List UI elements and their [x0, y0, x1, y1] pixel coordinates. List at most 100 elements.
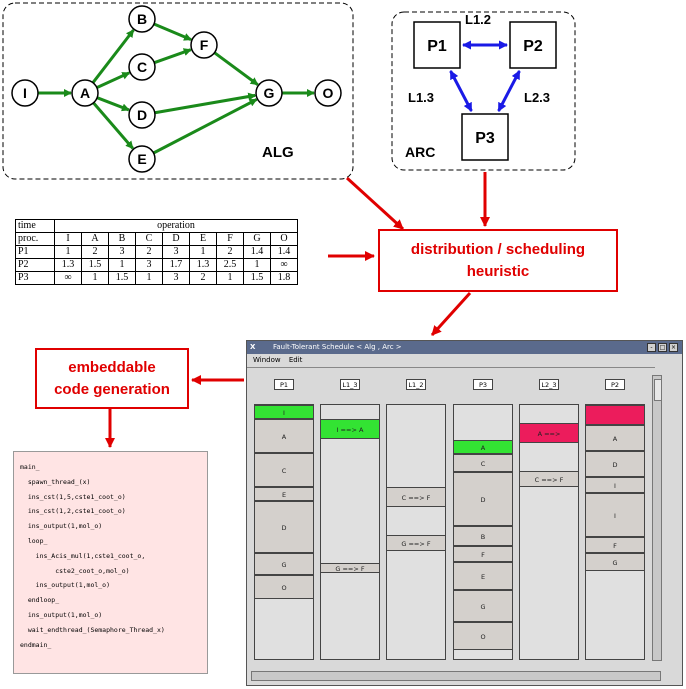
schedule-block[interactable]: D [586, 451, 644, 477]
alg-edge-C-F [153, 48, 192, 65]
codegen-line2: code generation [54, 380, 170, 398]
schedule-block[interactable]: G [255, 553, 313, 575]
schedule-block[interactable]: A ==> [520, 423, 578, 443]
alg-node-F [190, 31, 218, 59]
table-cell: 2 [81, 245, 109, 259]
schedule-block[interactable]: O [255, 575, 313, 599]
code-line: ins_cst(1,5,cste1_coot_o) [20, 492, 126, 501]
minimize-button[interactable]: - [647, 343, 656, 352]
alg-edge-A-C [96, 71, 131, 89]
arc-link-label-l12: L1.2 [465, 12, 491, 27]
table-col-header: B [108, 232, 136, 246]
alg-node-label: G [264, 85, 275, 101]
schedule-block[interactable]: D [255, 501, 313, 553]
schedule-block[interactable]: A [586, 425, 644, 451]
arc-link-label-l23: L2.3 [524, 90, 550, 105]
arc-processor-label: P3 [475, 130, 495, 147]
alg-node-D [128, 101, 156, 129]
maximize-button[interactable]: □ [658, 343, 667, 352]
generated-code: main_ spawn_thread_(x) ins_cst(1,5,cste1… [13, 451, 208, 674]
alg-node-label: E [137, 151, 146, 167]
window-titlebar[interactable]: X Fault-Tolerant Schedule < Alg , Arc > … [247, 341, 682, 354]
alg-node-label: F [200, 37, 209, 53]
code-line: main_ [20, 463, 40, 471]
alg-node-label: I [23, 85, 27, 101]
arrow-heuristic-to-window [430, 291, 472, 337]
heuristic-line2: heuristic [466, 262, 530, 280]
code-line: endloop_ [20, 596, 60, 605]
schedule-block[interactable]: A [454, 440, 512, 454]
table-cell: 3 [135, 258, 163, 272]
code-line: wait_endthread_(Semaphore_Thread_x) [20, 625, 165, 634]
table-cell: 1.4 [270, 245, 298, 259]
arc-processor-label: P1 [427, 38, 447, 55]
table-row-proc: P3 [15, 271, 55, 285]
code-line: ins_Acis_mul(1,cste1_coot_o, [20, 551, 146, 560]
schedule-block[interactable]: G ==> F [321, 563, 379, 573]
schedule-block[interactable]: O [454, 622, 512, 650]
vertical-scrollbar[interactable] [652, 375, 662, 661]
table-col-header: C [135, 232, 163, 246]
schedule-header-p2: P2 [605, 379, 625, 390]
menu-edit[interactable]: Edit [288, 356, 303, 364]
table-cell: 1 [108, 258, 136, 272]
schedule-header-p3: P3 [473, 379, 493, 390]
table-cell: 1 [135, 271, 163, 285]
schedule-block[interactable]: I [255, 405, 313, 419]
table-cell: 1 [189, 245, 217, 259]
alg-node-label: C [137, 59, 147, 75]
alg-edge-A-E [92, 101, 134, 150]
schedule-block[interactable]: D [454, 472, 512, 526]
alg-node-C [128, 53, 156, 81]
table-corner-bottom: proc. [15, 232, 55, 246]
alg-node-A [71, 79, 99, 107]
alg-edge-D-G [154, 92, 257, 115]
schedule-block[interactable] [586, 405, 644, 425]
schedule-block[interactable]: I ==> A [321, 419, 379, 439]
arc-boundary [391, 11, 576, 171]
table-cell: ∞ [270, 258, 298, 272]
schedule-block[interactable]: I [586, 477, 644, 493]
alg-node-label: O [323, 85, 334, 101]
schedule-block[interactable]: E [255, 487, 313, 501]
scroll-thumb[interactable] [654, 379, 662, 401]
code-line: ins_cst(1,2,cste1_coot_o) [20, 507, 126, 516]
schedule-block[interactable]: E [454, 562, 512, 590]
schedule-column-l1_3: I ==> A G ==> F [320, 404, 380, 660]
arrow-alg-to-heuristic [345, 176, 405, 231]
schedule-block[interactable]: F [586, 537, 644, 553]
schedule-block[interactable]: G ==> F [387, 535, 445, 551]
schedule-block[interactable]: I [586, 493, 644, 537]
schedule-header-l1_2: L1_2 [406, 379, 426, 390]
schedule-block[interactable]: A [255, 419, 313, 453]
codegen-box: embeddable code generation [35, 348, 189, 409]
schedule-block[interactable]: C [255, 453, 313, 487]
schedule-block[interactable]: F [454, 546, 512, 562]
table-cell: 1.5 [243, 271, 271, 285]
horizontal-scrollbar[interactable] [251, 671, 661, 681]
alg-node-O [314, 79, 342, 107]
table-col-header: D [162, 232, 190, 246]
close-button[interactable]: × [669, 343, 678, 352]
schedule-block[interactable]: C ==> F [387, 487, 445, 507]
schedule-block[interactable]: C ==> F [520, 471, 578, 487]
arc-link-P2-P3 [497, 70, 521, 112]
schedule-block[interactable]: B [454, 526, 512, 546]
table-row-proc: P2 [15, 258, 55, 272]
schedule-block[interactable]: G [586, 553, 644, 571]
menu-window[interactable]: Window [253, 356, 281, 364]
table-row-proc: P1 [15, 245, 55, 259]
table-col-header: F [216, 232, 244, 246]
schedule-block[interactable]: G [454, 590, 512, 622]
alg-node-I [11, 79, 39, 107]
schedule-block[interactable]: C [454, 454, 512, 472]
alg-node-E [128, 145, 156, 173]
table-cell: 1.7 [162, 258, 190, 272]
alg-edge-B-F [153, 22, 193, 41]
arc-link-P1-P3 [449, 70, 473, 112]
table-cell: 1.8 [270, 271, 298, 285]
